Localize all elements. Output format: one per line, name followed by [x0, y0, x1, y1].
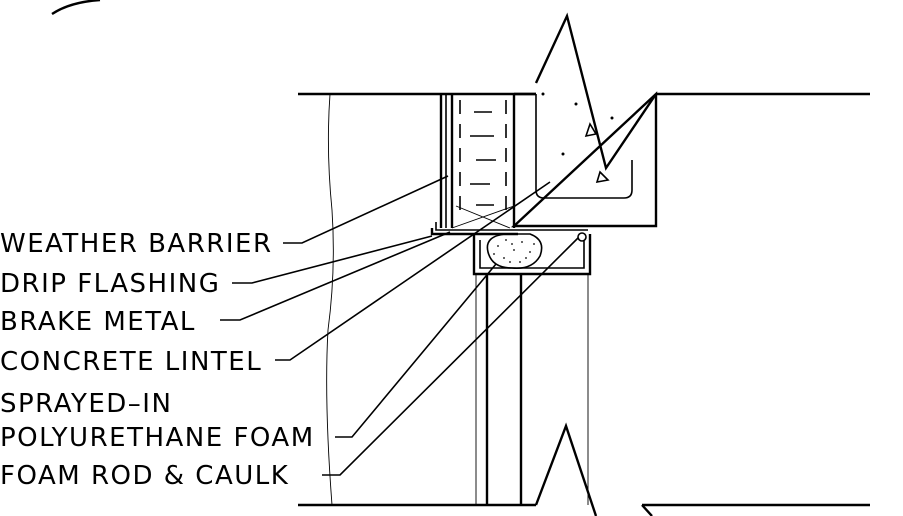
label-weather-barrier: WEATHER BARRIER — [0, 229, 273, 259]
label-sprayed-in: SPRAYED–IN — [0, 389, 172, 419]
detail-bubble-fragment — [51, 0, 101, 16]
label-foam-rod-caulk: FOAM ROD & CAULK — [0, 461, 289, 491]
masonry-wythe — [439, 94, 516, 229]
wall-section — [298, 92, 870, 507]
label-brake-metal: BRAKE METAL — [0, 307, 196, 337]
window-frame — [475, 274, 589, 505]
foam-rod — [577, 232, 587, 242]
flashing-and-brake-metal — [430, 222, 592, 276]
break-line-bottom — [534, 422, 653, 516]
break-line-top — [534, 12, 657, 171]
spray-foam — [486, 233, 543, 270]
concrete-lintel — [510, 91, 658, 228]
label-drip-flashing: DRIP FLASHING — [0, 269, 220, 299]
spray-foam-stipple — [493, 239, 535, 263]
leader-lines — [220, 175, 579, 476]
label-concrete-lintel: CONCRETE LINTEL — [0, 347, 262, 377]
label-polyurethane-foam: POLYURETHANE FOAM — [0, 423, 315, 453]
